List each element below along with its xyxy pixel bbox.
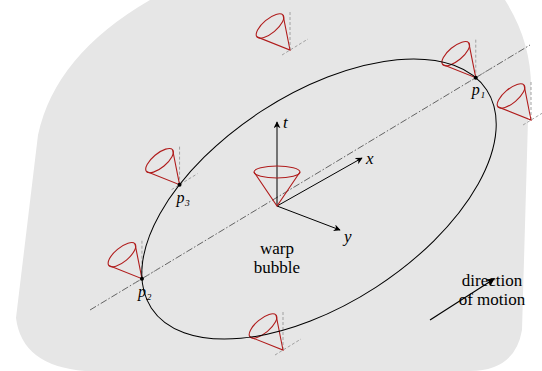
cone-rim: [254, 166, 300, 178]
light-cone: [142, 144, 198, 189]
axis-label: t: [283, 114, 288, 133]
cone-side: [257, 15, 290, 50]
axis-label: x: [366, 150, 374, 169]
bubble-ellipse: [139, 56, 499, 342]
t-axis: [277, 122, 278, 206]
vertical-guide: [179, 145, 180, 185]
horizontal-guide: [172, 174, 198, 190]
cone-side: [498, 85, 531, 120]
x-axis: [277, 158, 362, 206]
vertical-guide: [531, 80, 532, 120]
light-cone: [104, 238, 160, 283]
vertical-guide: [290, 10, 291, 50]
light-cone: [438, 37, 494, 82]
horizontal-guide: [275, 339, 301, 355]
horizontal-guide: [282, 39, 308, 55]
cone-side: [250, 315, 283, 350]
warp-bubble: warp bubble: [139, 56, 499, 342]
light-cone: [493, 80, 542, 125]
bubble-outline: [139, 56, 499, 342]
ground-region: [16, 0, 531, 371]
point-label: p₃: [177, 189, 191, 207]
cone-side: [146, 150, 179, 185]
cone-side: [254, 172, 300, 206]
light-cone: [252, 10, 308, 55]
light-cones: [104, 10, 542, 355]
horizontal-guide: [523, 109, 542, 125]
horizontal-guide: [134, 268, 160, 284]
cone-side: [109, 244, 142, 279]
point-label: p₂: [138, 283, 152, 301]
y-axis: [277, 206, 340, 230]
vertical-guide: [475, 38, 476, 78]
cone-side: [443, 43, 476, 78]
point-label: p₁: [472, 81, 486, 99]
axis-label: y: [344, 228, 352, 247]
motion-label: direction of motion: [454, 272, 530, 309]
bubble-label: warp bubble: [247, 240, 307, 277]
